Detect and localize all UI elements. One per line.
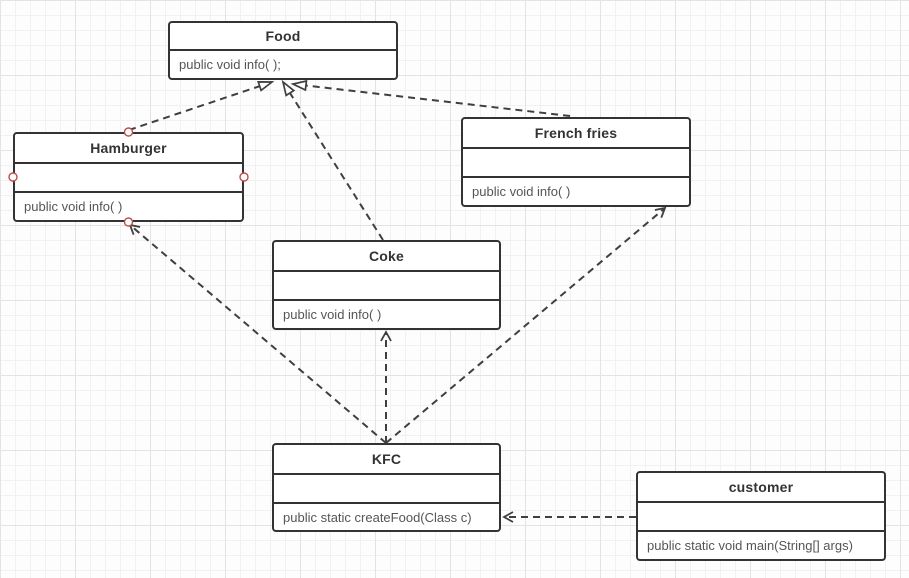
arrow-frenchfries-to-food[interactable]	[293, 84, 571, 117]
class-coke-fields	[274, 272, 499, 301]
class-french-fries-method: public void info( )	[472, 184, 571, 199]
class-kfc-method: public static createFood(Class c)	[283, 509, 472, 525]
class-coke-title: Coke	[274, 242, 499, 272]
class-kfc[interactable]: KFC public static createFood(Class c)	[272, 443, 501, 532]
class-hamburger-fields	[15, 164, 242, 193]
class-french-fries-fields	[463, 149, 689, 178]
class-french-fries[interactable]: French fries public void info( )	[461, 117, 691, 207]
class-coke-method: public void info( )	[283, 307, 382, 322]
class-customer-fields	[638, 503, 884, 532]
class-food-title: Food	[170, 23, 396, 51]
class-kfc-title: KFC	[274, 445, 499, 475]
arrow-hamburger-to-food[interactable]	[128, 82, 272, 131]
class-kfc-fields	[274, 475, 499, 504]
class-hamburger-method: public void info( )	[24, 199, 123, 214]
class-customer-title: customer	[638, 473, 884, 503]
class-customer-method: public static void main(String[] args)	[647, 538, 853, 553]
class-hamburger-title: Hamburger	[15, 134, 242, 164]
class-food-method: public void info( );	[179, 57, 281, 72]
class-french-fries-title: French fries	[463, 119, 689, 149]
arrow-coke-to-food[interactable]	[283, 82, 384, 241]
class-food[interactable]: Food public void info( );	[168, 21, 398, 80]
class-hamburger[interactable]: Hamburger public void info( )	[13, 132, 244, 222]
class-customer[interactable]: customer public static void main(String[…	[636, 471, 886, 561]
class-coke[interactable]: Coke public void info( )	[272, 240, 501, 330]
